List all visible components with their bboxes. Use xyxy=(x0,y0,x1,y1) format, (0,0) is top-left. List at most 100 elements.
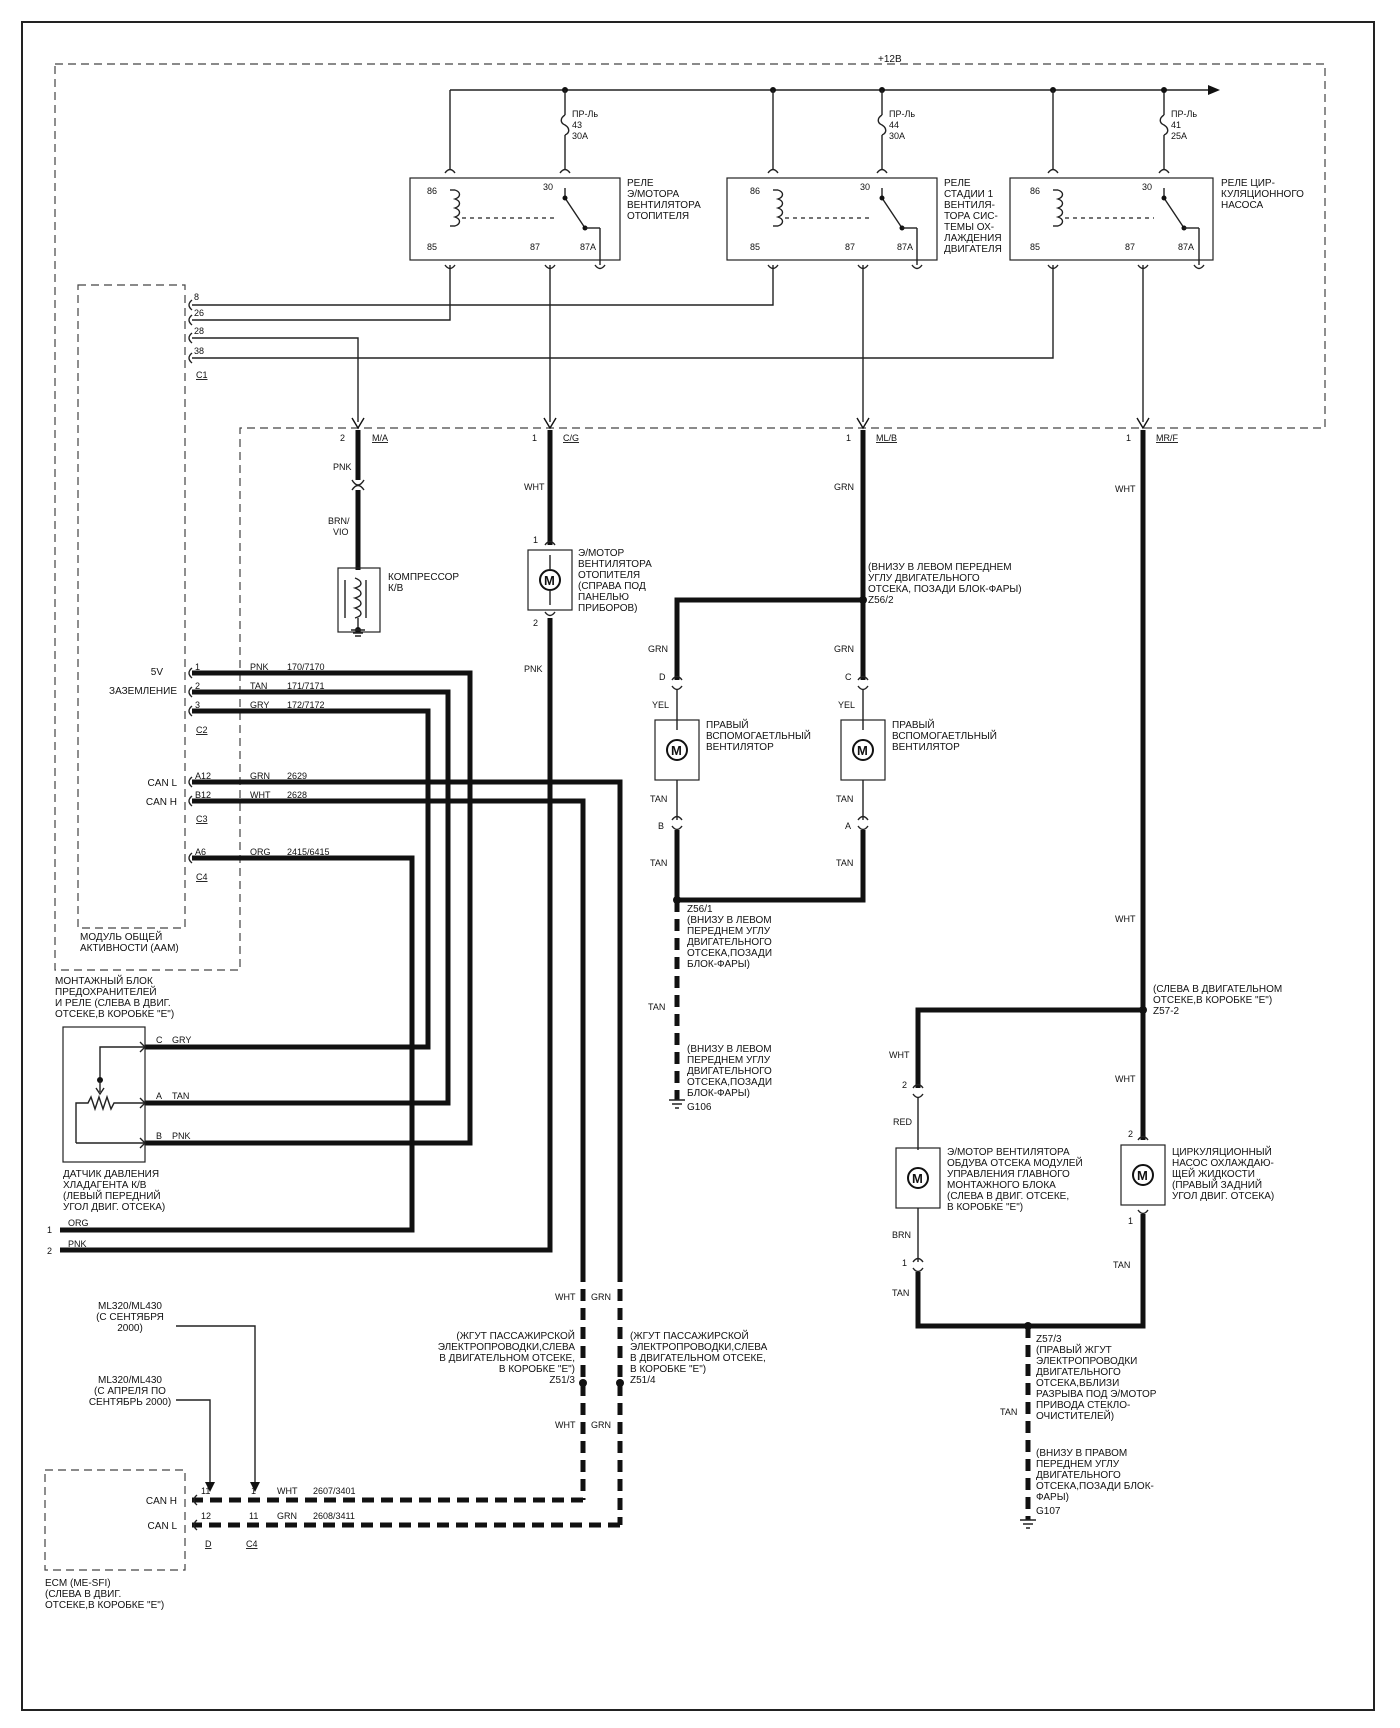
heater-label-5: ПАНЕЛЬЮ xyxy=(578,592,629,603)
module-fan-out-color2: TAN xyxy=(892,1288,909,1298)
z51-3-label-1: (ЖГУТ ПАССАЖИРСКОЙ xyxy=(456,1329,575,1342)
aux-fan2-label-3: ВЕНТИЛЯТОР xyxy=(892,742,960,753)
right-circuit xyxy=(895,430,1166,1529)
z51-3-label-3: В ДВИГАТЕЛЬНОМ ОТСЕКЕ, xyxy=(439,1353,575,1364)
z56-2-wire: GRN xyxy=(834,482,854,492)
relay-pump-title-2: КУЛЯЦИОННОГО xyxy=(1221,189,1304,200)
relay-blower-title-4: ОТОПИТЕЛЯ xyxy=(627,211,689,222)
relay-blower-title-3: ВЕНТИЛЯТОРА xyxy=(627,200,701,211)
conn-mrf-name: MR/F xyxy=(1156,433,1178,443)
z56-1-label-4: ОТСЕКА,ПОЗАДИ xyxy=(687,948,772,959)
z57-3-label-1: (ПРАВЫЙ ЖГУТ xyxy=(1036,1343,1112,1356)
aam-signal-1-pin: 1 xyxy=(195,662,200,672)
aux-fan2-in-pin: C xyxy=(845,672,852,682)
aam-signal-4-circuit: 2629 xyxy=(287,771,307,781)
aam-signal-6-circuit: 2415/6415 xyxy=(287,847,330,857)
conn-ma-pin: 2 xyxy=(340,433,345,443)
aux-fan1-out-color: TAN xyxy=(650,794,667,804)
conn-ma-name: M/A xyxy=(372,433,388,443)
module-fan-label-3: УПРАВЛЕНИЯ ГЛАВНОГО xyxy=(947,1169,1070,1180)
z57-2-label-2: ОТСЕКЕ,В КОРОБКЕ "Е") xyxy=(1153,995,1272,1006)
heater-pin-2: 2 xyxy=(533,618,538,628)
module-fan-symbol: M xyxy=(912,1171,923,1186)
g107-label-3: ДВИГАТЕЛЬНОГО xyxy=(1036,1470,1121,1481)
sensor-color-b: PNK xyxy=(172,1131,191,1141)
ecm-row-2-circuit: 2608/3411 xyxy=(313,1511,355,1521)
module-fan-label-1: Э/МОТОР ВЕНТИЛЯТОРА xyxy=(947,1147,1070,1158)
conn-cg-name: C/G xyxy=(563,433,579,443)
heater-wire-pnk: PNK xyxy=(524,664,543,674)
z51-3-label-2: ЭЛЕКТРОПРОВОДКИ,СЛЕВА xyxy=(438,1342,576,1353)
z57-3-label-6: ПРИВОДА СТЕКЛО- xyxy=(1036,1400,1130,1411)
z57-3-label-5: РАЗРЫВА ПОД Э/МОТОР xyxy=(1036,1389,1157,1400)
pump-wire-wht: WHT xyxy=(1115,1074,1136,1084)
pressure-sensor xyxy=(62,1026,146,1163)
g106-label-5: БЛОК-ФАРЫ) xyxy=(687,1088,750,1099)
c1-pin-8: 8 xyxy=(194,292,199,302)
z57-2-label-1: (СЛЕВА В ДВИГАТЕЛЬНОМ xyxy=(1153,984,1282,995)
mrf-wire-wht-2: WHT xyxy=(1115,914,1136,924)
relay-blower-pin-87: 87 xyxy=(530,242,540,252)
ecm-conn-c4: C4 xyxy=(246,1539,258,1549)
conn-mlb-pin: 1 xyxy=(846,433,851,443)
c1-wires xyxy=(188,265,1144,422)
c1-label: C1 xyxy=(196,370,208,380)
z51-3-id: Z51/3 xyxy=(549,1375,575,1386)
aux-fan2-label-2: ВСПОМОГАЕТЛЬНЫЙ xyxy=(892,729,997,742)
conn-mlb-name: ML/B xyxy=(876,433,897,443)
relay-cooling-pin-87: 87 xyxy=(845,242,855,252)
aux-fan2-symbol: M xyxy=(857,743,868,758)
relay-pump-pin-85: 85 xyxy=(1030,242,1040,252)
ecm-label-3: ОТСЕКЕ,В КОРОБКЕ "Е") xyxy=(45,1600,164,1611)
z51-4-label-2: ЭЛЕКТРОПРОВОДКИ,СЛЕВА xyxy=(630,1342,768,1353)
aux-fan1-out-pin: B xyxy=(658,821,664,831)
aam-signal-2-name: ЗАЗЕМЛЕНИЕ xyxy=(109,686,177,697)
z57-3-label-4: ОТСЕКА,ВБЛИЗИ xyxy=(1036,1378,1119,1389)
pump-in-pin: 2 xyxy=(1128,1129,1133,1139)
relay-blower-title-1: РЕЛЕ xyxy=(627,178,654,189)
z56-1-label-2: ПЕРЕДНЕМ УГЛУ xyxy=(687,926,771,937)
heater-label-1: Э/МОТОР xyxy=(578,548,625,559)
relay-pump-fuse-3: 25A xyxy=(1171,131,1187,141)
aam-signal-5-pin: B12 xyxy=(195,790,211,800)
g107-label-2: ПЕРЕДНЕМ УГЛУ xyxy=(1036,1459,1120,1470)
z57-3-label-2: ЭЛЕКТРОПРОВОДКИ xyxy=(1036,1356,1137,1367)
aam-signal-5-circuit: 2628 xyxy=(287,790,307,800)
sensor-color-a: TAN xyxy=(172,1091,189,1101)
module-fan-in-color2: RED xyxy=(893,1117,913,1127)
relay-blower-pin-86: 86 xyxy=(427,186,437,196)
aux-fan1-in-pin: D xyxy=(659,672,666,682)
fuse-block-label-1: МОНТАЖНЫЙ БЛОК xyxy=(55,974,153,987)
can-bus-splices xyxy=(176,1270,624,1531)
aux-fan1-in-color: GRN xyxy=(648,644,668,654)
conn-mrf-pin: 1 xyxy=(1126,433,1131,443)
relay-pump-pin-87: 87 xyxy=(1125,242,1135,252)
relay-cooling-title-7: ДВИГАТЕЛЯ xyxy=(944,244,1002,255)
ext-2-color: PNK xyxy=(68,1239,87,1249)
aam-signal-6-pin: A6 xyxy=(195,847,206,857)
ecm-row-2-color: GRN xyxy=(277,1511,297,1521)
aux-fan2-out-color2: TAN xyxy=(836,858,853,868)
pump-label-5: УГОЛ ДВИГ. ОТСЕКА) xyxy=(1172,1191,1274,1202)
module-fan-in-pin: 2 xyxy=(902,1080,907,1090)
z51-3-color-bottom: WHT xyxy=(555,1420,576,1430)
g106-label-3: ДВИГАТЕЛЬНОГО xyxy=(687,1066,772,1077)
mrf-wire-wht: WHT xyxy=(1115,484,1136,494)
relay-cooling-title-5: ТЕМЫ ОХ- xyxy=(944,222,994,233)
note-sep-2: (С СЕНТЯБРЯ xyxy=(96,1312,164,1323)
sensor-color-c: GRY xyxy=(172,1035,191,1045)
heater-label-6: ПРИБОРОВ) xyxy=(578,603,638,614)
aux-fan2-out-pin: A xyxy=(845,821,851,831)
relay-cooling-title-2: СТАДИИ 1 xyxy=(944,189,994,200)
aux-fan1-label-3: ВЕНТИЛЯТОР xyxy=(706,742,774,753)
z51-4-label-3: В ДВИГАТЕЛЬНОМ ОТСЕКЕ, xyxy=(630,1353,766,1364)
z51-4-label-1: (ЖГУТ ПАССАЖИРСКОЙ xyxy=(630,1329,749,1342)
aam-signal-3-circuit: 172/7172 xyxy=(287,700,325,710)
ecm-row-1-name: CAN H xyxy=(146,1496,177,1507)
note-apr-2: (С АПРЕЛЯ ПО xyxy=(94,1386,166,1397)
conn-cg-pin: 1 xyxy=(532,433,537,443)
relay-pump: РЕЛЕ ЦИР- КУЛЯЦИОННОГО НАСОСА ПР-Ль 41 2… xyxy=(1009,87,1304,270)
relay-cooling-fuse-1: ПР-Ль xyxy=(889,109,915,119)
sensor-pin-c: C xyxy=(156,1035,163,1045)
relay-pump-title-1: РЕЛЕ ЦИР- xyxy=(1221,178,1275,189)
